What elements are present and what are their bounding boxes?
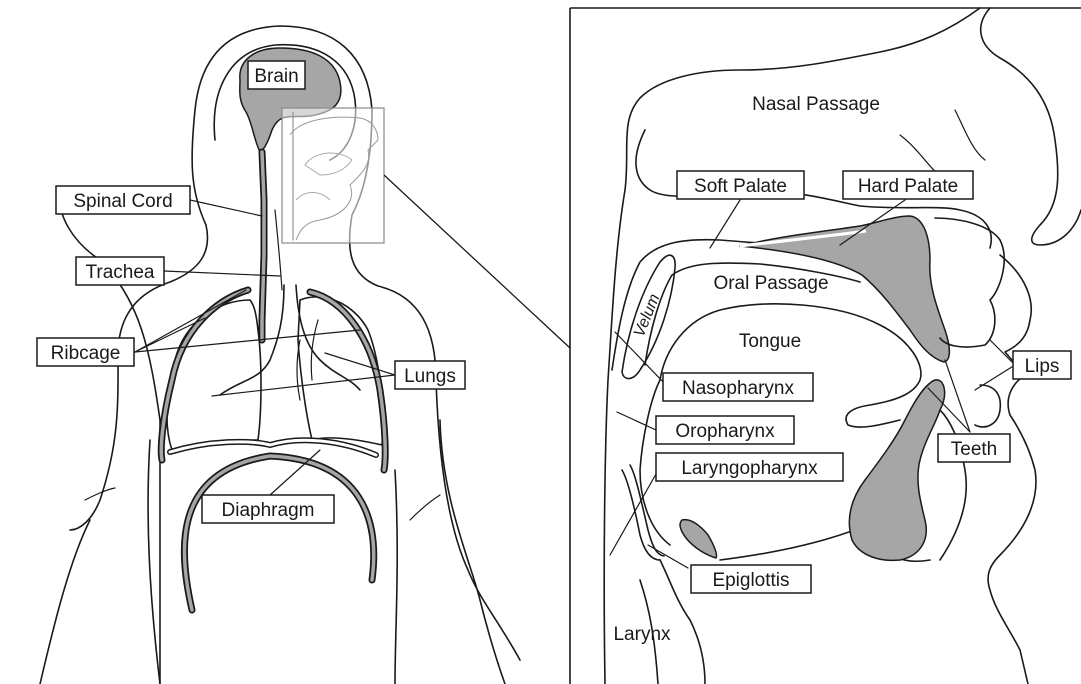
label-diaphragm: Diaphragm <box>202 495 334 523</box>
label-lungs: Lungs <box>395 361 465 389</box>
svg-text:Hard Palate: Hard Palate <box>858 176 958 197</box>
svg-text:Epiglottis: Epiglottis <box>712 570 789 591</box>
svg-text:Trachea: Trachea <box>86 262 155 283</box>
svg-text:Nasopharynx: Nasopharynx <box>682 378 794 399</box>
svg-text:Soft Palate: Soft Palate <box>694 176 787 197</box>
label-oral-passage: Oral Passage <box>713 273 828 294</box>
label-tongue: Tongue <box>739 331 801 352</box>
label-laryngopharynx: Laryngopharynx <box>656 453 843 481</box>
label-soft-palate: Soft Palate <box>677 171 804 199</box>
svg-text:Lips: Lips <box>1025 356 1060 377</box>
label-ribcage: Ribcage <box>37 338 134 366</box>
label-trachea: Trachea <box>76 257 164 285</box>
label-lips: Lips <box>1013 351 1071 379</box>
label-oropharynx: Oropharynx <box>656 416 794 444</box>
label-epiglottis: Epiglottis <box>691 565 811 593</box>
svg-text:Brain: Brain <box>254 66 298 87</box>
svg-text:Lungs: Lungs <box>404 366 456 387</box>
svg-text:Spinal Cord: Spinal Cord <box>73 191 172 212</box>
label-nasopharynx: Nasopharynx <box>663 373 813 401</box>
svg-text:Oropharynx: Oropharynx <box>675 421 775 442</box>
inset-box <box>282 108 570 348</box>
label-larynx: Larynx <box>613 624 671 645</box>
svg-text:Teeth: Teeth <box>951 439 997 460</box>
label-nasal-passage: Nasal Passage <box>752 94 880 115</box>
epiglottis-shape <box>680 520 717 558</box>
svg-text:Ribcage: Ribcage <box>51 343 121 364</box>
label-hard-palate: Hard Palate <box>843 171 973 199</box>
svg-text:Laryngopharynx: Laryngopharynx <box>681 458 818 479</box>
label-spinal-cord: Spinal Cord <box>56 186 190 214</box>
svg-text:Diaphragm: Diaphragm <box>222 500 315 521</box>
label-brain: Brain <box>248 61 305 89</box>
label-teeth: Teeth <box>938 434 1010 462</box>
